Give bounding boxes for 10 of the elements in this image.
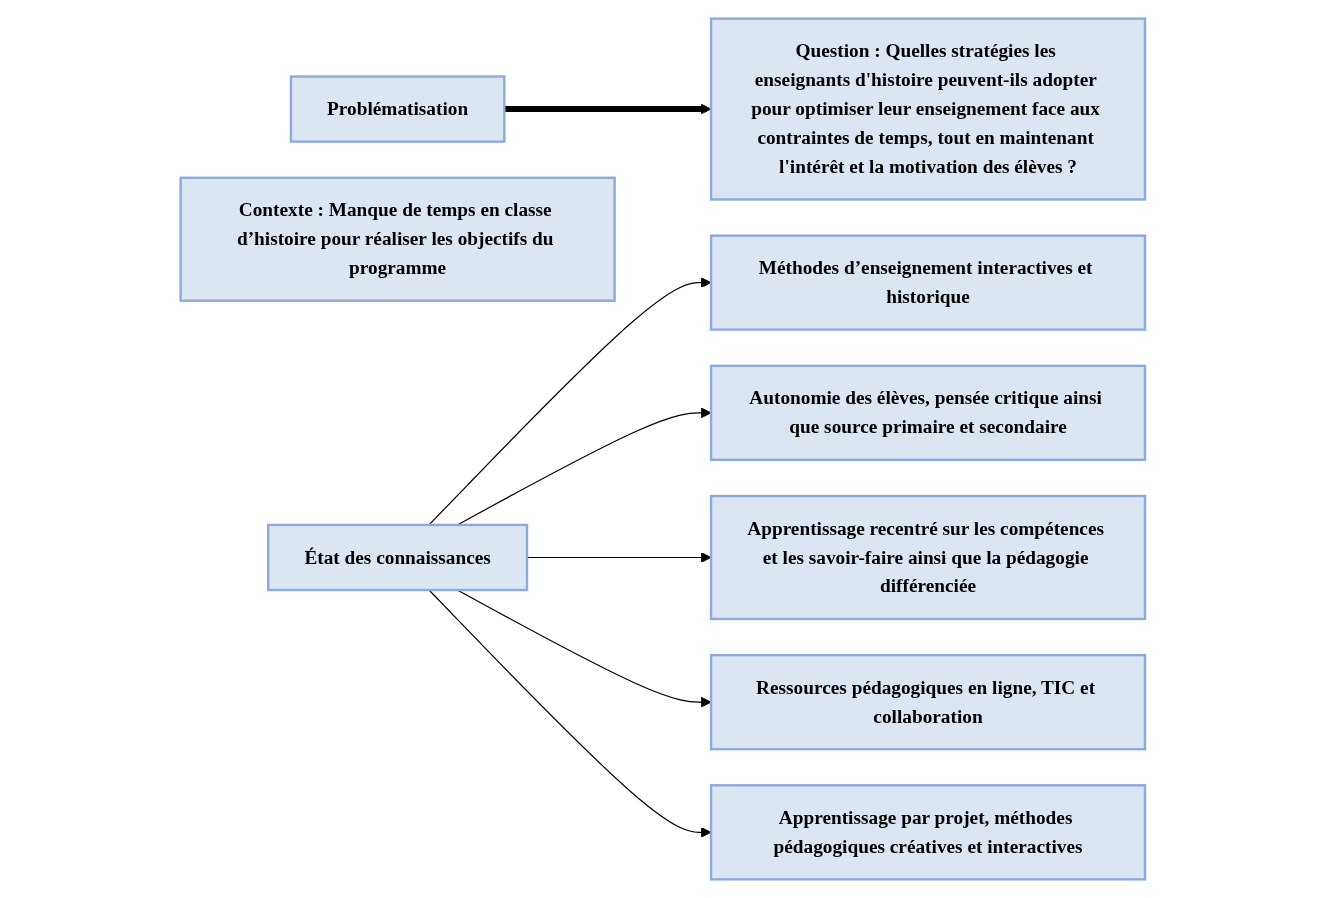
node-box: Ressources pédagogiques en ligne, TIC et collaboration [709, 653, 1146, 751]
node-box: Problématisation [289, 75, 506, 143]
node-box: Contexte : Manque de temps en classe d’histoire pour réaliser les objectifs du programme [179, 176, 616, 302]
arrow [504, 103, 712, 115]
node-box: Autonomie des élèves, pensée critique ainsi que source primaire et secondaire [709, 364, 1146, 462]
node-box: Apprentissage par projet, méthodes pédagogiques créatives et interactives [709, 784, 1146, 881]
node-box: Question : Quelles stratégies les enseignants d'histoire peuvent-ils adopter pour optimiser leur enseignement face aux contraintes de temps, tout en maintenant l'intérêt et la motivation des élèves ? [709, 17, 1146, 201]
node-box: État des connaissances [266, 523, 528, 592]
node-box: Apprentissage recentré sur les compétences et les savoir-faire ainsi que la pédagogie différenciée [709, 494, 1146, 621]
node-box: Méthodes d’enseignement interactives et historique [709, 234, 1146, 331]
